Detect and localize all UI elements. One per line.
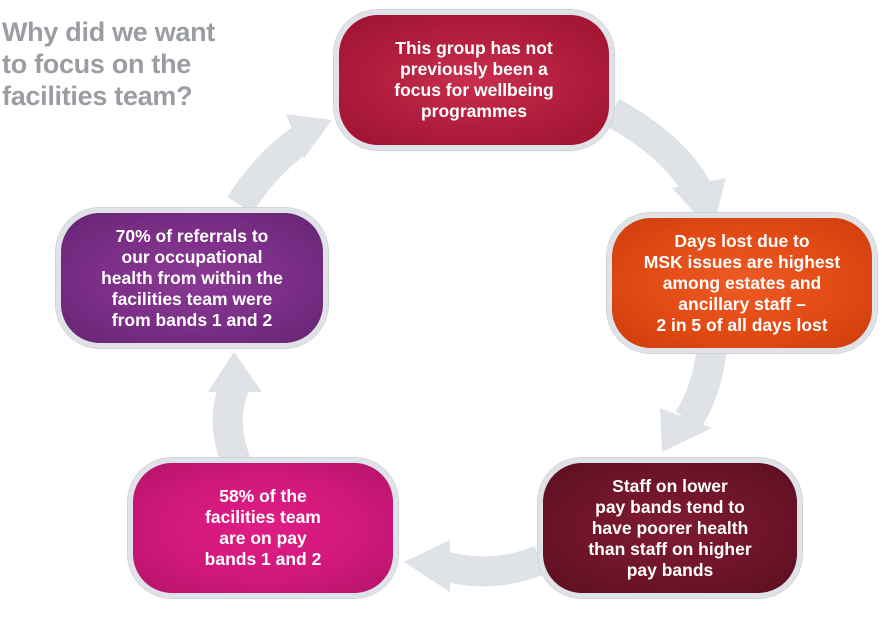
node-line: are on pay: [219, 528, 307, 548]
node-line: pay bands tend to: [595, 496, 745, 517]
node-line: previously been a: [400, 59, 548, 79]
node-line: This group has not: [395, 38, 553, 58]
node-text: This group has not previously been a foc…: [394, 38, 553, 122]
arrowhead-4: [208, 352, 262, 392]
node-line: bands 1 and 2: [204, 549, 322, 569]
cycle-node-2: Days lost due to MSK issues are highest …: [607, 213, 877, 353]
arrow-shaft-5: [227, 127, 309, 214]
title-line: to focus on the: [2, 49, 191, 79]
arrowhead-2: [660, 408, 712, 452]
node-line: among estates and: [662, 272, 822, 293]
arrow-shaft-4: [212, 379, 251, 468]
node-line: 2 in 5 of all days lost: [656, 314, 828, 335]
arrow-shaft-2: [675, 343, 727, 429]
node-line: pay bands: [626, 559, 714, 580]
node-line: our occupational: [121, 246, 263, 267]
node-line: Staff on lower: [612, 475, 728, 496]
node-line: from bands 1 and 2: [111, 309, 273, 330]
page-title: Why did we want to focus on the faciliti…: [2, 16, 242, 112]
node-line: than staff on higher: [588, 538, 752, 559]
cycle-node-4: 58% of the facilities team are on pay ba…: [128, 458, 398, 598]
node-line: facilities team: [205, 507, 321, 527]
title-line: Why did we want: [2, 17, 216, 47]
node-line: programmes: [420, 101, 527, 121]
node-line: Days lost due to: [674, 230, 810, 251]
node-line: have poorer health: [591, 517, 749, 538]
node-text: 70% of referrals to our occupational hea…: [101, 226, 283, 331]
node-line: 58% of the: [219, 486, 307, 506]
title-line: facilities team?: [2, 81, 193, 111]
node-line: health from within the: [101, 267, 283, 288]
node-text: Days lost due to MSK issues are highest …: [644, 231, 840, 336]
arrowhead-3: [404, 540, 450, 592]
node-line: facilities team were: [111, 288, 273, 309]
arrow-shaft-3: [435, 545, 546, 587]
cycle-node-3: Staff on lower pay bands tend to have po…: [538, 458, 802, 598]
node-line: MSK issues are highest: [643, 251, 841, 272]
arrow-shaft-1: [604, 98, 714, 202]
cycle-node-5: 70% of referrals to our occupational hea…: [56, 208, 328, 348]
node-text: Staff on lower pay bands tend to have po…: [588, 476, 751, 581]
node-text: 58% of the facilities team are on pay ba…: [205, 486, 322, 570]
cycle-node-1: This group has not previously been a foc…: [334, 10, 614, 150]
node-line: 70% of referrals to: [115, 225, 269, 246]
arrowhead-5: [286, 114, 332, 158]
node-line: ancillary staff –: [678, 293, 806, 314]
node-line: focus for wellbeing: [394, 80, 554, 100]
